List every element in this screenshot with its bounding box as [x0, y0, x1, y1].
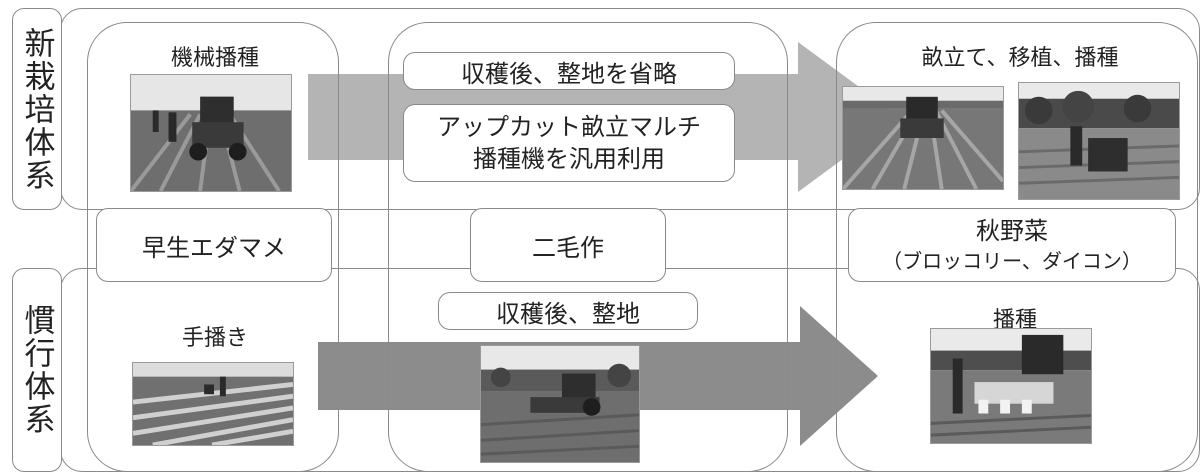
conventional-system-title: 慣行体系 [18, 304, 55, 436]
mechanical-sowing-photo [130, 74, 292, 192]
sowing-photo [930, 328, 1092, 444]
double-cropping-text: 二毛作 [532, 233, 604, 262]
autumn-vegetables-label: 秋野菜 （ブロッコリー、ダイコン） [848, 208, 1176, 282]
new-system-title: 新栽培体系 [18, 26, 55, 192]
middle-column [388, 22, 788, 472]
leveling-text: 収穫後、整地 [496, 299, 640, 328]
hand-sowing-label: 手播き [181, 326, 248, 351]
early-edamame-text: 早生エダマメ [142, 233, 286, 262]
skip-leveling-text: 収穫後、整地を省略 [461, 59, 677, 88]
upcut-seeder-label: アップカット畝立マルチ 播種機を汎用利用 [403, 104, 735, 182]
leveling-photo [480, 345, 640, 463]
upcut-seeder-line1: アップカット畝立マルチ [437, 112, 701, 141]
left-column [87, 22, 339, 472]
leveling-label: 収穫後、整地 [438, 292, 698, 330]
autumn-vegetables-examples: （ブロッコリー、ダイコン） [882, 248, 1142, 273]
autumn-vegetables-title: 秋野菜 [976, 217, 1048, 246]
mechanical-sowing-label: 機械播種 [170, 46, 259, 71]
early-edamame-label: 早生エダマメ [96, 208, 332, 282]
new-system-side-label: 新栽培体系 [12, 8, 62, 210]
double-cropping-label: 二毛作 [470, 208, 666, 282]
ridging-transplant-sowing-label: 畝立て、移植、播種 [921, 46, 1119, 71]
right-column [836, 22, 1198, 472]
upcut-seeder-line2: 播種機を汎用利用 [473, 145, 665, 173]
skip-leveling-label: 収穫後、整地を省略 [403, 52, 735, 90]
transplant-photo [1018, 82, 1180, 200]
ridging-photo [842, 86, 1004, 190]
conventional-system-side-label: 慣行体系 [12, 268, 62, 472]
hand-sowing-photo [132, 362, 294, 446]
